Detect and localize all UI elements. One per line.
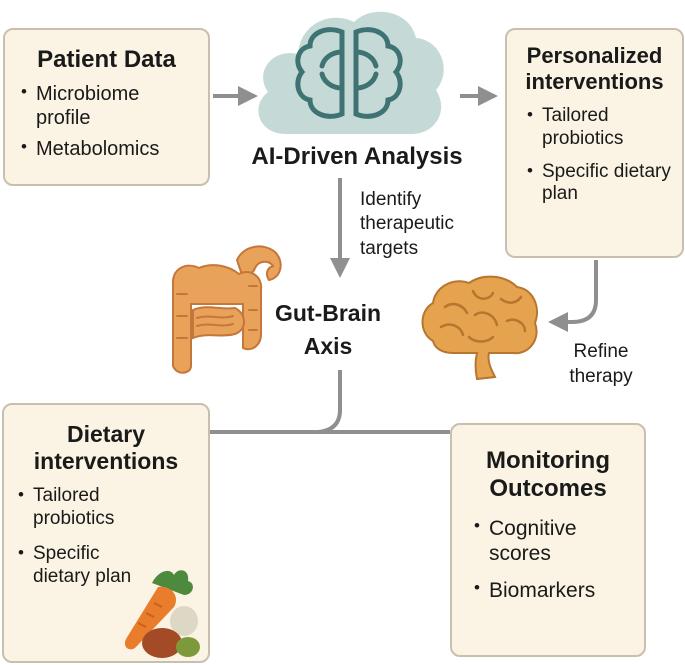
personalized-interventions-box: Personalized interventions Tailored prob… — [505, 28, 684, 258]
identify-targets-label: Identify therapeutic targets — [360, 189, 455, 259]
gut-brain-axis-label: Gut-Brain Axis — [274, 300, 382, 359]
dietary-interventions-title: Dietary interventions — [33, 421, 179, 475]
personalized-interventions-title: Personalized interventions — [525, 43, 664, 94]
monitoring-outcomes-box: Monitoring Outcomes Cognitive scores Bio… — [450, 423, 646, 657]
personalized-interventions-list: Tailored probiotics Specific dietary pla… — [515, 105, 674, 206]
monitoring-outcomes-list: Cognitive scores Biomarkers — [464, 516, 632, 604]
patient-data-title: Patient Data — [37, 46, 176, 73]
list-item: Tailored probiotics — [16, 485, 173, 531]
list-item: Cognitive scores — [472, 516, 632, 566]
dietary-interventions-list: Tailored probiotics Specific dietary pla… — [16, 485, 196, 588]
intestine-icon — [172, 245, 282, 374]
arrow-personalized-to-brain — [548, 260, 598, 332]
monitoring-outcomes-title: Monitoring Outcomes — [486, 447, 610, 503]
list-item: Metabolomics — [19, 137, 194, 161]
dietary-interventions-box: Dietary interventions Tailored probiotic… — [2, 403, 210, 663]
brain-icon — [421, 275, 538, 381]
patient-data-list: Microbiome profile Metabolomics — [19, 82, 194, 161]
ai-analysis-label: AI-Driven Analysis — [251, 143, 463, 170]
connector-gutbrain-down — [317, 370, 342, 434]
refine-therapy-label: Refine therapy — [569, 341, 633, 388]
list-item: Tailored probiotics — [525, 105, 674, 151]
list-item: Specific dietary plan — [525, 161, 674, 207]
list-item: Biomarkers — [472, 578, 632, 603]
list-item: Microbiome profile — [19, 82, 194, 130]
cloud-brain-icon — [258, 11, 444, 135]
patient-data-box: Patient Data Microbiome profile Metabolo… — [3, 28, 210, 186]
vegetables-icon — [124, 570, 200, 658]
list-item: Specific dietary plan — [16, 543, 133, 589]
